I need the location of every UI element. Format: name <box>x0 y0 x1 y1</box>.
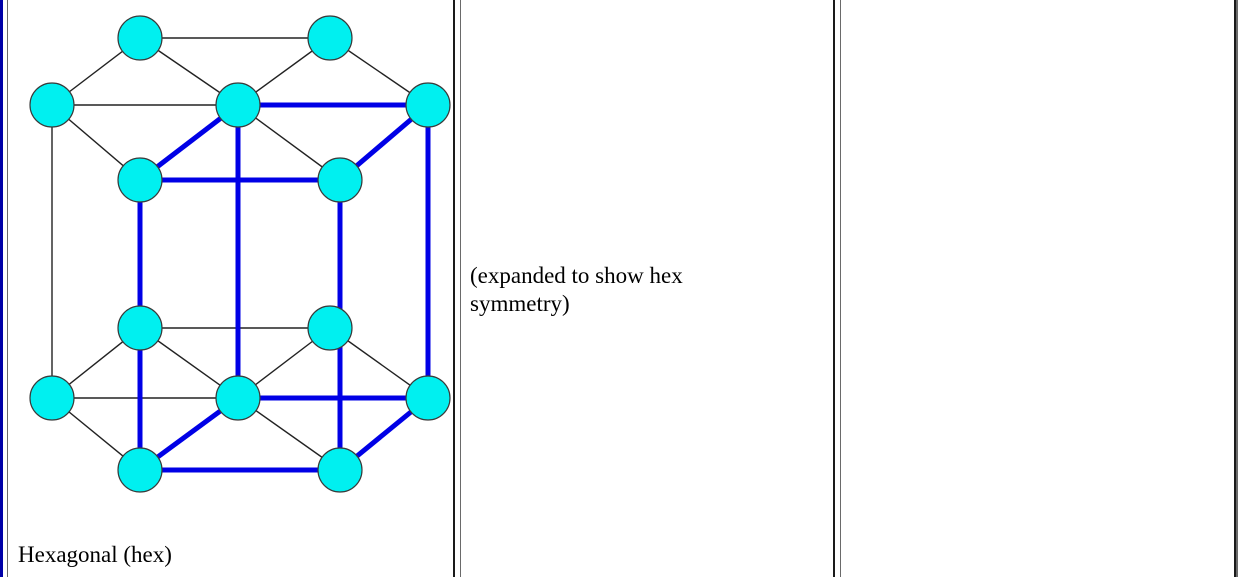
unit-cell-edges <box>137 102 431 473</box>
atom <box>117 15 163 61</box>
table-cell-hexagonal <box>7 0 455 577</box>
atom <box>317 447 363 493</box>
atoms <box>29 15 451 493</box>
atom <box>405 82 451 128</box>
atom <box>307 15 353 61</box>
diagram-note-line-2: symmetry) <box>470 291 570 316</box>
atom <box>117 157 163 203</box>
atom <box>29 375 75 421</box>
diagram-note-line-1: (expanded to show hex <box>470 263 683 288</box>
atom <box>117 305 163 351</box>
diagram-note: (expanded to show hex symmetry) <box>470 262 810 318</box>
atom <box>405 375 451 421</box>
atom <box>29 82 75 128</box>
table-cell-empty <box>840 0 1236 577</box>
atom <box>117 447 163 493</box>
atom <box>215 82 261 128</box>
table-cell-description <box>460 0 835 577</box>
atom <box>215 375 261 421</box>
structure-caption: Hexagonal (hex) <box>18 542 172 567</box>
atom <box>317 157 363 203</box>
atom <box>307 305 353 351</box>
